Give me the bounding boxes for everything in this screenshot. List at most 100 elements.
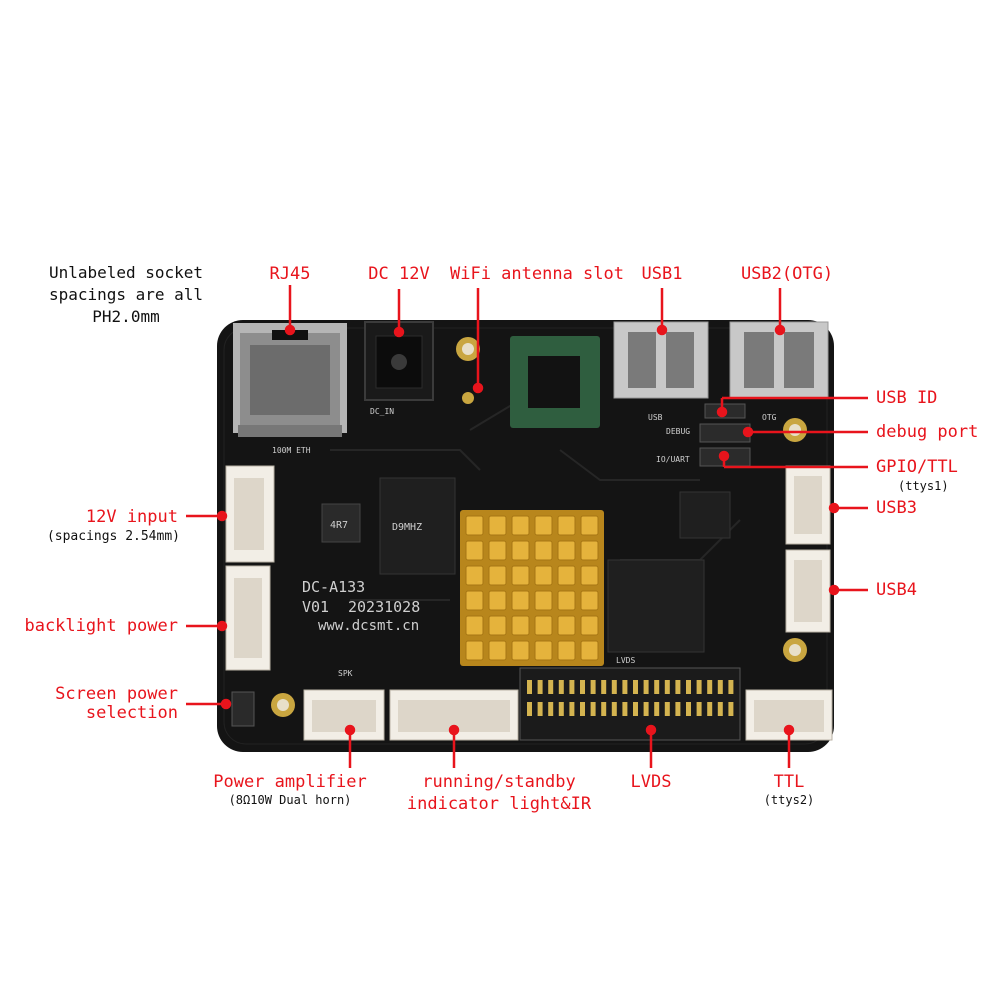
- lvds-pin: [633, 702, 638, 716]
- lvds-pin: [696, 702, 702, 716]
- lvds-header: [519, 667, 741, 741]
- heatsink-fin: [534, 640, 553, 661]
- lvds-pin: [611, 702, 617, 716]
- usb1-port: [613, 321, 709, 399]
- label-power-amplifier-sub: (8Ω10W Dual horn): [228, 793, 352, 807]
- lvds-pin: [622, 680, 628, 694]
- label-usb3: USB3: [876, 498, 917, 518]
- label-dc12v: DC 12V: [368, 264, 430, 284]
- lvds-pin: [675, 702, 681, 716]
- connector-backlight-power: [225, 565, 271, 671]
- heatsink-fin: [534, 590, 553, 611]
- heatsink-fin: [465, 590, 484, 611]
- heatsink-fin: [580, 615, 599, 636]
- label-usb1: USB1: [641, 264, 683, 284]
- heatsink-fin: [557, 640, 576, 661]
- spacing-note-line2: spacings are all: [48, 285, 204, 304]
- lvds-pin: [622, 702, 628, 716]
- lvds-pin: [527, 680, 532, 694]
- label-12v-input: 12V input: [85, 507, 178, 527]
- silk-otg: OTG: [762, 413, 777, 422]
- lvds-pin: [601, 680, 607, 694]
- lvds-pin: [643, 680, 649, 694]
- connector-power-amplifier: [303, 689, 385, 741]
- silk-inductor: 4R7: [330, 520, 348, 531]
- lvds-pin: [601, 702, 607, 716]
- heatsink-fin: [465, 640, 484, 661]
- heatsink-fin: [580, 640, 599, 661]
- silk-version: V01: [302, 598, 329, 616]
- spacing-note-line1: Unlabeled socket: [48, 263, 204, 282]
- label-usb4: USB4: [876, 580, 917, 600]
- label-ttl-sub: (ttys2): [763, 793, 815, 807]
- label-backlight-power: backlight power: [24, 616, 178, 636]
- label-debug-port: debug port: [876, 422, 979, 442]
- lvds-pin: [707, 680, 713, 694]
- heatsink-fin: [488, 515, 507, 536]
- heatsink-fin: [511, 540, 530, 561]
- heatsink-fin: [557, 615, 576, 636]
- lvds-pin: [537, 680, 543, 694]
- lvds-pin: [686, 702, 691, 716]
- heatsink-fin: [465, 515, 484, 536]
- heatsink-fin: [534, 515, 553, 536]
- silk-eth: 100M ETH: [272, 446, 311, 455]
- silk-debug: DEBUG: [666, 427, 690, 436]
- lvds-pin: [654, 680, 660, 694]
- heatsink-fin: [511, 615, 530, 636]
- lvds-pin: [558, 702, 564, 716]
- label-power-amplifier: Power amplifier: [213, 772, 367, 792]
- heatsink-fin: [580, 540, 599, 561]
- heatsink-fin: [580, 590, 599, 611]
- heatsink-fin: [511, 565, 530, 586]
- silk-usb: USB: [648, 413, 663, 422]
- lvds-pin: [590, 702, 596, 716]
- connector-usb3: [785, 465, 831, 545]
- lvds-pin: [643, 702, 649, 716]
- lvds-pin: [633, 680, 638, 694]
- silk-uart: IO/UART: [656, 455, 690, 464]
- lvds-pin: [686, 680, 691, 694]
- heatsink-fin: [511, 515, 530, 536]
- screen-power-jumper: [231, 691, 255, 727]
- lvds-pin: [717, 680, 723, 694]
- heatsink-fin: [465, 615, 484, 636]
- lvds-pin: [569, 680, 575, 694]
- label-screen-power-selection: selection: [85, 703, 178, 723]
- spacing-note: Unlabeled socket spacings are all PH2.0m…: [49, 262, 203, 328]
- silk-url: www.dcsmt.cn: [318, 618, 419, 634]
- heatsink-fin: [488, 540, 507, 561]
- spacing-note-line3: PH2.0mm: [92, 307, 160, 326]
- lvds-pin: [675, 680, 681, 694]
- lvds-pin: [558, 680, 564, 694]
- heatsink-fin: [488, 565, 507, 586]
- lvds-pin: [696, 680, 702, 694]
- lvds-pin: [728, 702, 734, 716]
- lvds-pin: [728, 680, 734, 694]
- heatsink-fin: [557, 540, 576, 561]
- lvds-pin: [664, 680, 670, 694]
- heatsink-fin: [488, 615, 507, 636]
- connector-12v-input: [225, 465, 275, 563]
- wifi-module: [462, 336, 600, 428]
- label-indicator-light-ir: indicator light&IR: [406, 794, 592, 814]
- silk-model: DC-A133: [302, 578, 365, 596]
- heatsink-fin: [580, 515, 599, 536]
- label-ttl: TTL: [773, 772, 805, 792]
- heatsink-fin: [580, 565, 599, 586]
- connector-usb4: [785, 549, 831, 633]
- heatsink-fin: [488, 640, 507, 661]
- label-gpio-ttl: GPIO/TTL: [876, 457, 958, 477]
- lvds-pin: [590, 680, 596, 694]
- heatsink-fin: [511, 590, 530, 611]
- lvds-pin: [569, 702, 575, 716]
- silk-dcin: DC_IN: [370, 407, 394, 416]
- silk-spk: SPK: [338, 669, 353, 678]
- lvds-pin: [580, 680, 585, 694]
- lvds-pin: [654, 702, 660, 716]
- label-gpio-ttl-sub: (ttys1): [898, 479, 949, 493]
- heatsink-fin: [557, 565, 576, 586]
- heatsink-fin: [557, 515, 576, 536]
- label-wifi: WiFi antenna slot: [450, 264, 624, 284]
